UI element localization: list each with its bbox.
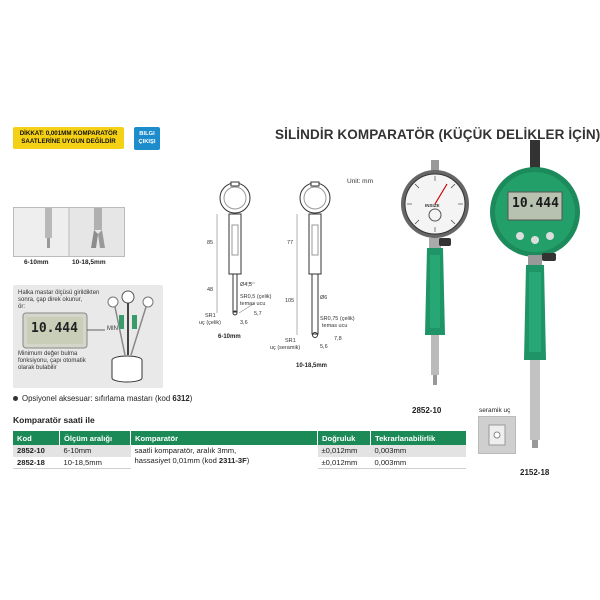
- col-range: Ölçüm aralığı: [59, 431, 131, 445]
- col-repeatability: Tekrarlanabilirlik: [370, 431, 466, 445]
- sr-b-contact: SR0,75 (çelik): [320, 316, 355, 322]
- inset-text-1: Halka mastar ölçüsü girildikten: [18, 290, 100, 296]
- digital-model-label: 2152-18: [520, 468, 550, 477]
- dial-model-label: 2852-10: [412, 406, 442, 415]
- table-heading: Komparatör saati ile: [13, 415, 95, 425]
- digital-display-value: 10.444: [512, 196, 559, 211]
- dim-a-diameter: Ø4,5: [240, 282, 252, 288]
- sr-a-tip: SR1: [205, 313, 216, 319]
- probe-label-small: 6-10mm: [24, 259, 49, 266]
- contact-a-label: temas ucu: [240, 301, 266, 307]
- dim-b-77: 77: [287, 240, 294, 246]
- probe-photos: [13, 207, 125, 257]
- probe-photos-drawing: [14, 208, 124, 256]
- inset-note-3: olarak bulabilir: [18, 365, 57, 371]
- col-code: Kod: [13, 431, 60, 445]
- row-code: 2852-10: [13, 445, 60, 457]
- info-line-1: BILGI: [139, 131, 155, 137]
- row-range: 6-10mm: [59, 445, 131, 457]
- spec-table: Kod Ölçüm aralığı Komparatör Doğruluk Te…: [13, 431, 466, 469]
- optional-accessory: Opsiyonel aksesuar: sıfırlama mastarı (k…: [13, 394, 192, 403]
- probe-label-large: 10-18,5mm: [72, 259, 106, 266]
- inset-drawing: [22, 290, 154, 383]
- comparator-suffix: ): [246, 455, 250, 465]
- comparator-code: 2311-3F: [218, 455, 247, 465]
- warning-line-1: DİKKAT: 0,001MM KOMPARATÖR: [19, 130, 118, 137]
- dim-a-48: 48: [207, 287, 214, 293]
- inset-text-3: ör:: [18, 304, 26, 310]
- comparator-line-2-prefix: hassasiyet 0,01mm (kod: [134, 455, 219, 465]
- table-row: 2852-10 6-10mm saatli komparatör, aralık…: [13, 445, 466, 469]
- dim-a-5-7: 5,7: [254, 311, 262, 317]
- row-code-text: 2852-18: [17, 457, 45, 467]
- inset-min-label: MIN: [107, 326, 118, 332]
- table-header-row: Kod Ölçüm aralığı Komparatör Doğruluk Te…: [13, 431, 466, 445]
- dial-bore-gauge: [401, 160, 469, 385]
- inset-text-2: sonra, çap direk okunur,: [18, 297, 83, 303]
- row-repeatability: 0,003mm: [370, 456, 466, 469]
- usage-illustration: Halka mastar ölçüsü girildikten sonra, ç…: [13, 285, 163, 388]
- warning-badge: DİKKAT: 0,001MM KOMPARATÖR SAATLERİNE UY…: [13, 127, 124, 149]
- sr-b-tip: SR1: [285, 338, 296, 344]
- row-repeatability: 0,003mm: [370, 445, 466, 457]
- tip-a-label: uç (çelik): [199, 320, 222, 326]
- sr-a-contact: SR0,5 (çelik): [240, 294, 272, 300]
- dial-brand: INSIZE: [425, 203, 440, 208]
- row-accuracy: ±0,012mm: [317, 456, 371, 469]
- info-output-badge: BILGI ÇIKIŞI: [134, 127, 160, 150]
- col-accuracy: Doğruluk: [317, 431, 371, 445]
- contact-b-label: temas ucu: [322, 323, 348, 329]
- unit-label: Unit: mm: [347, 178, 373, 185]
- tip-b-label: uç (seramik): [270, 345, 301, 351]
- dim-a-85: 85: [207, 240, 214, 246]
- drawing-6-10: [216, 181, 256, 316]
- range-a-label: 6-10mm: [218, 334, 241, 340]
- row-code: 2852-18: [13, 456, 60, 469]
- dim-b-diameter: Ø6: [320, 295, 328, 301]
- bullet-icon: [13, 396, 18, 402]
- accessory-suffix: ): [189, 394, 193, 403]
- digital-bore-gauge: [490, 140, 580, 448]
- dim-b-105: 105: [285, 298, 295, 304]
- info-line-2: ÇIKIŞI: [138, 139, 156, 145]
- row-code-text: 2852-10: [17, 446, 45, 455]
- comparator-line-2: hassasiyet 0,01mm (kod 2311-3F): [135, 456, 314, 466]
- inset-note-1: Minimum değer bulma: [18, 351, 78, 357]
- inset-note-2: fonksiyonu, çapı otomatik: [18, 358, 86, 364]
- accessory-prefix: Opsiyonel aksesuar: sıfırlama mastarı (k…: [22, 394, 173, 403]
- warning-line-2: SAATLERİNE UYGUN DEĞİLDİR: [21, 138, 116, 145]
- page-title: SİLİNDİR KOMPARATÖR (KÜÇÜK DELİKLER İÇİN…: [275, 127, 600, 142]
- ceramic-tip-label: seramik uç: [479, 407, 511, 414]
- drawing-10-18: [296, 181, 331, 338]
- accessory-code: 6312: [172, 394, 190, 403]
- comparator-line-1: saatli komparatör, aralık 3mm,: [134, 446, 237, 455]
- row-range: 10-18,5mm: [59, 456, 131, 469]
- col-comparator: Komparatör: [130, 431, 318, 445]
- dim-a-3-6: 3,6: [240, 320, 248, 326]
- row-accuracy: ±0,012mm: [317, 445, 371, 457]
- range-b-label: 10-18,5mm: [296, 363, 328, 369]
- row-comparator: saatli komparatör, aralık 3mm, hassasiye…: [130, 445, 318, 469]
- table-row: 2852-18 10-18,5mm ±0,012mm 0,003mm: [13, 456, 466, 469]
- dim-b-7-8: 7,8: [334, 336, 342, 342]
- ceramic-tip-drawing: [479, 417, 515, 453]
- inset-display-value: 10.444: [31, 321, 78, 336]
- dim-b-5-6: 5,6: [320, 344, 328, 350]
- ceramic-tip-photo: [478, 416, 516, 454]
